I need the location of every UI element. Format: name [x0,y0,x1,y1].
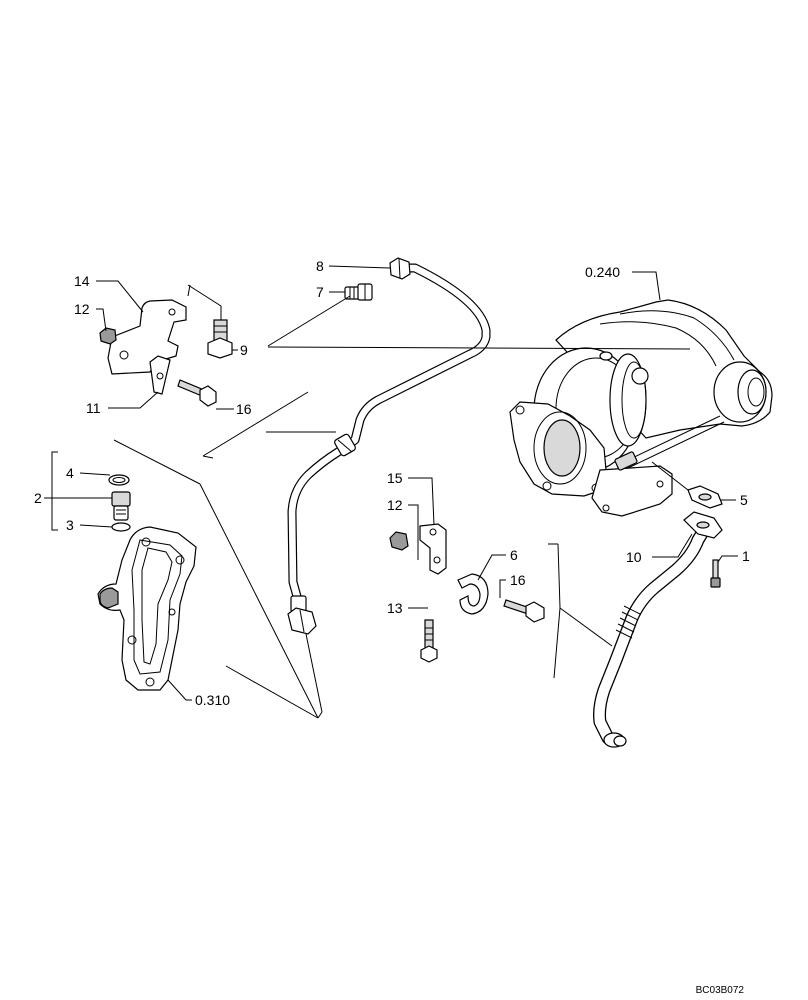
gasket-5[interactable] [687,485,723,509]
o-ring-3[interactable] [111,522,131,532]
nut-12b[interactable] [389,531,409,551]
adapter-fitting-7[interactable] [344,283,373,301]
callout-4: 4 [66,465,74,481]
support-bracket-14[interactable] [107,299,187,395]
callout-0240: 0.240 [585,264,620,280]
callout-5: 5 [740,492,748,508]
oil-feed-pipe[interactable] [287,257,491,635]
callout-10: 10 [626,549,642,565]
drawing-code: BC03B072 [696,985,745,996]
bolt-16b[interactable] [503,599,545,623]
o-ring-4[interactable] [108,474,130,486]
callout-1: 1 [742,548,750,564]
leader-lines [44,265,738,719]
pipe-clamp-6[interactable] [457,573,489,615]
bolt-1[interactable] [710,559,721,588]
bolt-16a[interactable] [177,379,217,407]
callout-6: 6 [510,547,518,563]
callout-8: 8 [316,258,324,274]
oil-filter-head-0310[interactable] [97,526,197,691]
callout-3: 3 [66,517,74,533]
bracket-15[interactable] [419,523,447,575]
callout-12: 12 [74,301,90,317]
callout-0310: 0.310 [195,692,230,708]
callout-13: 13 [387,600,403,616]
callout-11: 11 [86,400,101,416]
union-fitting-2[interactable] [111,491,131,521]
bolt-9[interactable] [207,319,233,359]
turbocharger-0240[interactable] [509,299,773,517]
callout-14: 14 [74,273,90,289]
callout-16-b: 16 [510,572,526,588]
callout-15: 15 [387,470,403,486]
nut-12a[interactable] [99,327,117,345]
callout-7: 7 [316,284,324,300]
callout-12-b: 12 [387,497,403,513]
oil-return-pipe-10[interactable] [593,511,723,748]
bolt-13[interactable] [420,619,438,663]
callout-9: 9 [240,342,248,358]
callout-16: 16 [236,401,252,417]
callout-labels: 14 12 9 11 16 8 7 0.240 2 4 3 0.310 15 1… [34,258,750,996]
callout-2: 2 [34,490,42,506]
